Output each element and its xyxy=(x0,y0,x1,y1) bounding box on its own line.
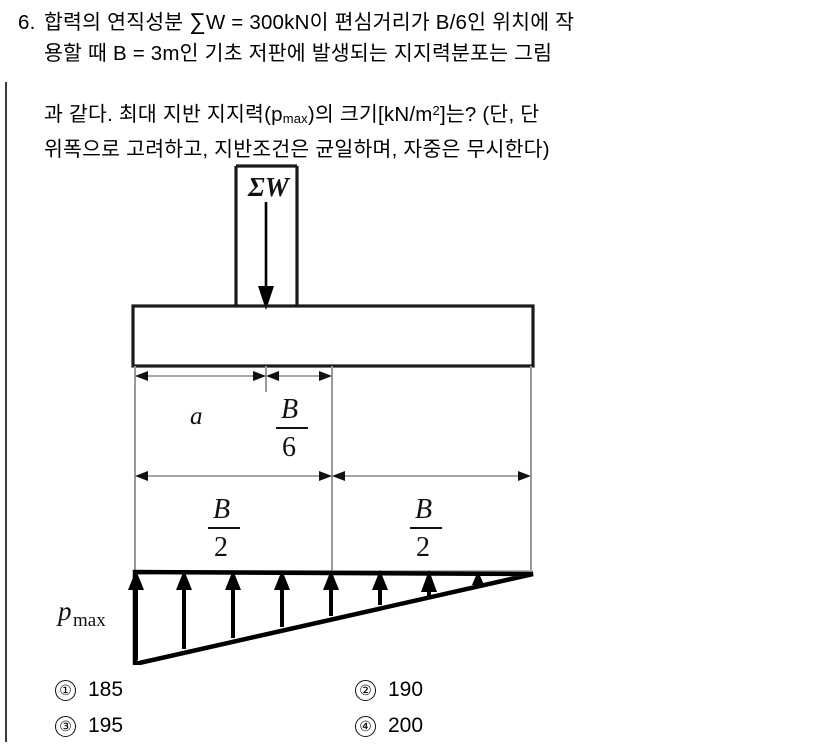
dimension-row-b2-b2 xyxy=(135,471,531,481)
answer-marker-4: ④ xyxy=(355,715,376,737)
b2-right-denominator: 2 xyxy=(416,532,430,563)
page-edge-rule xyxy=(5,82,7,742)
answer-text-1: 185 xyxy=(88,678,124,701)
question-line-4: 위폭으로 고려하고, 지반조건은 균일하며, 자중은 무시한다) xyxy=(44,138,550,161)
pmax-label: p max xyxy=(56,596,106,631)
question-line-3-part-a: 과 같다. 최대 지반 지지력(p xyxy=(44,103,283,126)
answer-text-3: 195 xyxy=(88,714,124,737)
b2-right-numerator: B xyxy=(415,494,432,525)
footing-slab-outline xyxy=(131,304,535,368)
question-line-3-part-c: ]는? (단, 단 xyxy=(439,103,540,126)
load-arrow xyxy=(258,202,274,310)
question-line-1: 6. 합력의 연직성분 ∑W = 300kN이 편심거리가 B/6인 위치에 작 xyxy=(18,6,818,38)
pressure-arrow xyxy=(176,570,192,649)
question-line-3: 과 같다. 최대 지반 지지력(pmax)의 크기[kN/m2]는? (단, 단 xyxy=(18,95,818,134)
dimension-label-b-over-6: B 6 xyxy=(276,394,308,463)
b6-denominator: 6 xyxy=(282,432,296,463)
answer-row: ③ 195 ④ 200 xyxy=(55,708,655,744)
pressure-arrow xyxy=(225,570,241,638)
answer-text-2: 190 xyxy=(388,678,424,701)
bearing-pressure-diagram: ΣW a B 6 xyxy=(0,160,826,665)
answer-text-4: 200 xyxy=(388,714,424,737)
pressure-arrow xyxy=(421,570,437,596)
answer-choices: ① 185 ② 190 ③ 195 ④ 200 xyxy=(55,672,655,744)
dimension-label-a: a xyxy=(190,403,203,430)
dimension-label-b-over-2-right: B 2 xyxy=(410,494,442,563)
question-line-1-part-b: W = 300kN이 편심거리가 B/6인 위치에 작 xyxy=(205,11,575,34)
square-superscript: 2 xyxy=(432,103,440,118)
answer-marker-3: ③ xyxy=(55,715,76,737)
paragraph-spacer xyxy=(18,69,818,95)
pressure-arrow xyxy=(274,570,290,627)
question-line-2: 용할 때 B = 3m인 기초 저판에 발생되는 지지력분포는 그림 xyxy=(44,42,553,65)
summation-symbol: ∑ xyxy=(189,8,206,34)
column-outline xyxy=(234,164,299,306)
load-label: ΣW xyxy=(247,172,291,202)
pressure-arrow xyxy=(323,570,339,616)
answer-marker-1: ① xyxy=(55,679,76,701)
answer-row: ① 185 ② 190 xyxy=(55,672,655,708)
answer-option-3[interactable]: ③ 195 xyxy=(55,714,355,738)
b2-left-denominator: 2 xyxy=(214,532,228,563)
pmax-label-p: p xyxy=(56,596,72,626)
question-block: 6.합력의 연직성분 ∑W = 300kN이 편심거리가 B/6인 위치에 작 … xyxy=(18,6,818,165)
pressure-arrow xyxy=(128,570,144,660)
b2-left-numerator: B xyxy=(213,494,230,525)
pressure-arrow xyxy=(472,571,484,585)
dimension-row-a-b6 xyxy=(135,371,332,381)
b6-numerator: B xyxy=(281,394,298,425)
pmax-subscript: max xyxy=(282,111,308,126)
question-number: 6. xyxy=(18,11,36,34)
answer-marker-2: ② xyxy=(355,679,376,701)
dimension-label-b-over-2-left: B 2 xyxy=(208,494,240,563)
pressure-arrows xyxy=(128,570,484,660)
question-line-1-part-a: 합력의 연직성분 xyxy=(44,11,190,34)
pmax-label-sub: max xyxy=(73,610,106,631)
answer-option-2[interactable]: ② 190 xyxy=(355,678,655,702)
dimension-witness-lines xyxy=(134,366,532,572)
answer-option-1[interactable]: ① 185 xyxy=(55,678,355,702)
pressure-arrow xyxy=(372,570,388,605)
question-line-3-part-b: )의 크기[kN/m xyxy=(307,103,433,126)
answer-option-4[interactable]: ④ 200 xyxy=(355,714,655,738)
